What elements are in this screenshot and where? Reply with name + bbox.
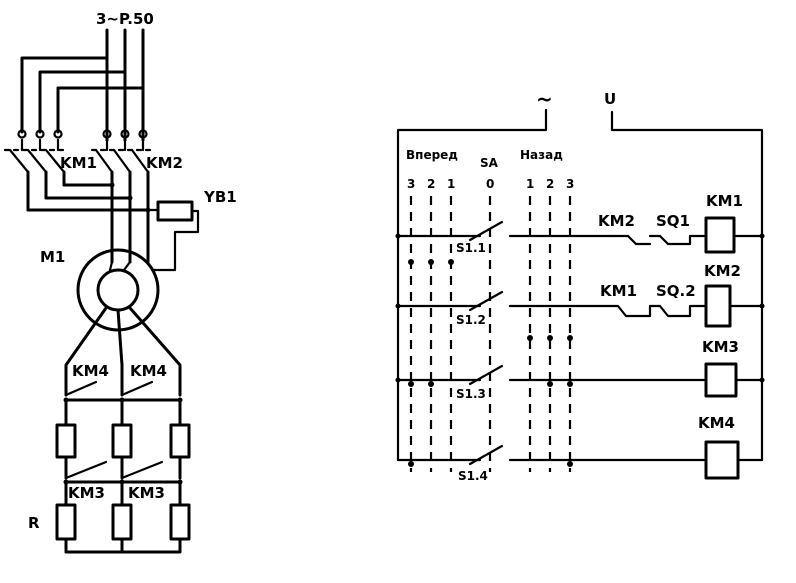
back-label: Назад bbox=[520, 148, 563, 162]
km4-label-a: KM4 bbox=[72, 362, 109, 380]
resistor-label: R bbox=[28, 514, 40, 532]
rung1-contact2-label: SQ1 bbox=[656, 212, 690, 230]
contact-label: S1.3 bbox=[456, 387, 486, 401]
rung-1 bbox=[395, 216, 765, 254]
position-label: 2 bbox=[427, 177, 435, 191]
km2-label: KM2 bbox=[146, 154, 183, 172]
km2-contacts bbox=[90, 138, 152, 264]
contact-label: S1.1 bbox=[456, 241, 486, 255]
rung1-coil-label: KM1 bbox=[706, 192, 743, 210]
position-label: 3 bbox=[566, 177, 574, 191]
supply-label: 3~P.50 bbox=[96, 10, 154, 28]
rung2-contact2-label: SQ.2 bbox=[656, 282, 696, 300]
coil-km3 bbox=[704, 362, 738, 398]
position-label: 0 bbox=[486, 177, 494, 191]
rung3-coil-label: KM3 bbox=[702, 338, 739, 356]
control-circuit: ~ U Вперед SA Назад 3 2 1 0 1 2 3 bbox=[395, 87, 765, 483]
rung2-coil-label: KM2 bbox=[704, 262, 741, 280]
rung-4 bbox=[396, 440, 764, 480]
power-circuit: 3~P.50 KM1 bbox=[3, 10, 237, 554]
resistor-stage-1 bbox=[55, 398, 191, 480]
forward-label: Вперед bbox=[406, 148, 458, 162]
closure-dots bbox=[408, 259, 573, 467]
rung-3 bbox=[395, 362, 765, 398]
dc-label: U bbox=[604, 90, 616, 108]
rung1-contact1-label: KM2 bbox=[598, 212, 635, 230]
contact-label: S1.4 bbox=[458, 469, 488, 483]
brake-coil bbox=[156, 200, 194, 222]
km1-label: KM1 bbox=[60, 154, 97, 172]
km4-label-b: KM4 bbox=[130, 362, 167, 380]
rung-2 bbox=[395, 284, 765, 328]
rung4-coil-label: KM4 bbox=[698, 414, 735, 432]
rung2-contact1-label: KM1 bbox=[600, 282, 637, 300]
contact-label: S1.2 bbox=[456, 313, 486, 327]
position-label: 2 bbox=[546, 177, 554, 191]
coil-km2 bbox=[704, 284, 732, 328]
motor-label: M1 bbox=[40, 248, 65, 266]
resistor-stage-2 bbox=[55, 480, 191, 554]
km3-label-b: KM3 bbox=[128, 484, 165, 502]
km1-contacts bbox=[3, 138, 68, 212]
terminals bbox=[17, 129, 148, 139]
coil-km1 bbox=[704, 216, 736, 254]
coil-km4 bbox=[704, 440, 740, 480]
sa-label: SA bbox=[480, 156, 499, 170]
position-label: 1 bbox=[526, 177, 534, 191]
position-label: 1 bbox=[447, 177, 455, 191]
km3-label-a: KM3 bbox=[68, 484, 105, 502]
switch-positions bbox=[409, 196, 572, 472]
brake-label: YB1 bbox=[203, 188, 237, 206]
ac-label: ~ bbox=[536, 87, 553, 111]
position-label: 3 bbox=[407, 177, 415, 191]
